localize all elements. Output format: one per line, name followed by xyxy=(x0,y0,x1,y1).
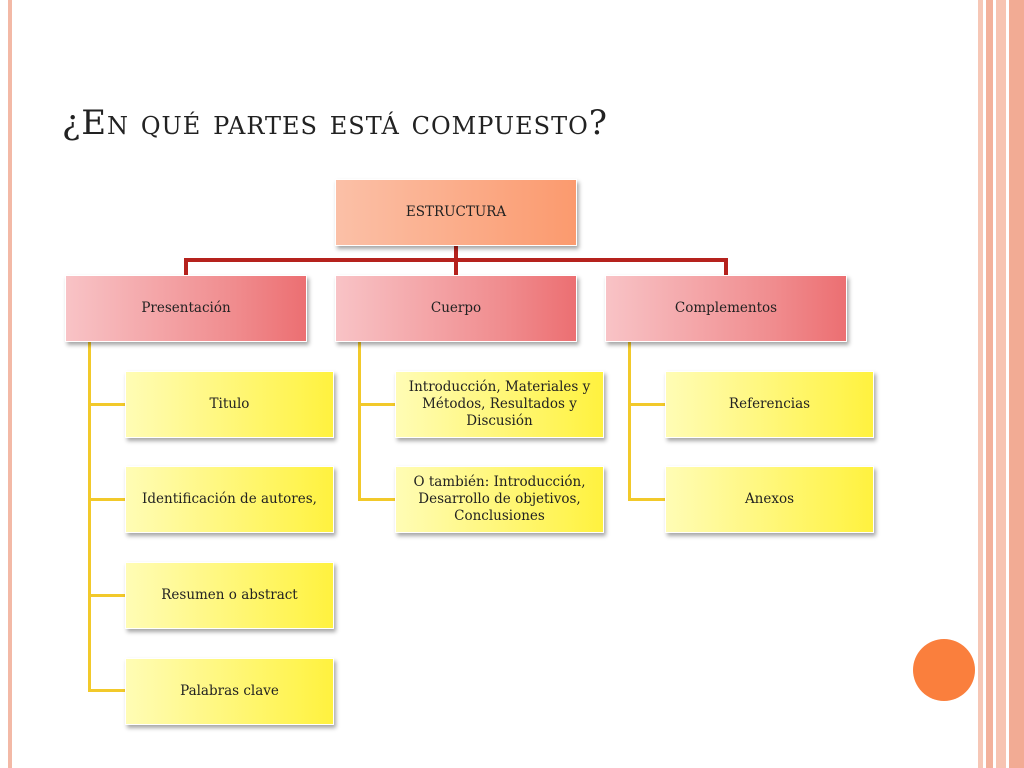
node-palabras-clave: Palabras clave xyxy=(125,658,334,725)
connector-to-complementos xyxy=(724,258,728,275)
connector-cuerpo-spine xyxy=(358,342,361,501)
connector-to-cuerpo xyxy=(454,258,458,275)
connector-presentacion-spine xyxy=(88,342,91,692)
connector-presentacion-item-4 xyxy=(88,689,126,692)
node-identificacion-autores: Identificación de autores, xyxy=(125,466,334,533)
connector-root-down xyxy=(454,246,458,260)
slide-title: ¿En qué partes está compuesto? xyxy=(62,103,609,143)
node-titulo: Titulo xyxy=(125,371,334,438)
connector-complementos-item-2 xyxy=(628,498,666,501)
accent-circle xyxy=(913,639,975,701)
connector-complementos-spine xyxy=(628,342,631,501)
connector-cuerpo-item-1 xyxy=(358,403,396,406)
node-referencias: Referencias xyxy=(665,371,874,438)
node-imryd: Introducción, Materiales y Métodos, Resu… xyxy=(395,371,604,438)
connector-presentacion-item-1 xyxy=(88,403,126,406)
left-border-stripe xyxy=(8,0,12,768)
node-resumen: Resumen o abstract xyxy=(125,562,334,629)
connector-presentacion-item-3 xyxy=(88,594,126,597)
node-anexos: Anexos xyxy=(665,466,874,533)
connector-complementos-item-1 xyxy=(628,403,666,406)
node-presentacion: Presentación xyxy=(65,275,307,342)
connector-presentacion-item-2 xyxy=(88,498,126,501)
node-cuerpo: Cuerpo xyxy=(335,275,577,342)
node-alternativa: O también: Introducción, Desarrollo de o… xyxy=(395,466,604,533)
node-root: ESTRUCTURA xyxy=(335,179,577,246)
connector-cuerpo-item-2 xyxy=(358,498,396,501)
connector-to-presentacion xyxy=(184,258,188,275)
node-complementos: Complementos xyxy=(605,275,847,342)
